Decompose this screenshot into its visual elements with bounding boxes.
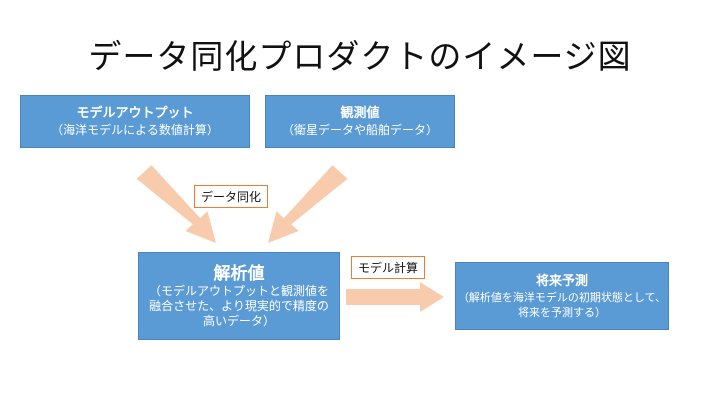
- data-assimilation-label: データ同化: [194, 185, 269, 208]
- page-title: データ同化プロダクトのイメージ図: [88, 37, 632, 76]
- analysis-title: 解析値: [213, 263, 265, 284]
- prediction-desc: （解析値を海洋モデルの初期状態として、将来を予測する）: [457, 290, 667, 319]
- analysis-desc: （モデルアウトプットと観測値を融合させた、より現実的で精度の高いデータ）: [148, 283, 329, 328]
- prediction-title: 将来予測: [535, 273, 588, 289]
- observation-title: 観測値: [340, 106, 380, 121]
- model-output-title: モデルアウトプット: [76, 106, 194, 121]
- arrow-observation-to-analysis: [268, 165, 348, 243]
- model-output-box: モデルアウトプット （海洋モデルによる数値計算）: [20, 95, 250, 148]
- analysis-box: 解析値 （モデルアウトプットと観測値を融合させた、より現実的で精度の高いデータ）: [138, 252, 340, 340]
- arrow-model-to-analysis: [136, 165, 216, 243]
- prediction-box: 将来予測 （解析値を海洋モデルの初期状態として、将来を予測する）: [455, 262, 669, 330]
- model-calc-label: モデル計算: [351, 256, 426, 279]
- model-output-desc: （海洋モデルによる数値計算）: [51, 123, 219, 137]
- observation-desc: （衛星データや船舶データ）: [281, 123, 438, 137]
- observation-box: 観測値 （衛星データや船舶データ）: [265, 95, 455, 148]
- arrow-analysis-to-prediction: [346, 282, 444, 312]
